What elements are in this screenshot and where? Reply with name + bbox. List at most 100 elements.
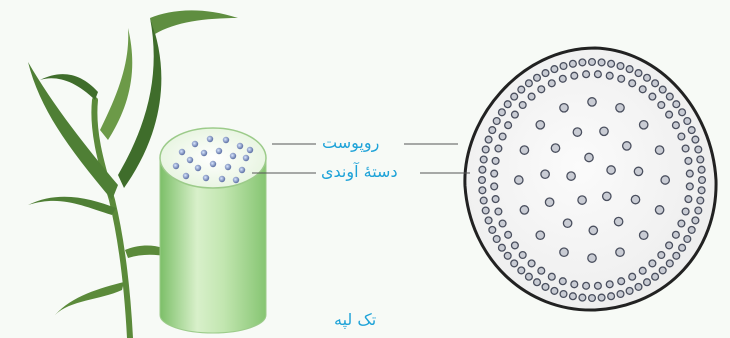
vascular-bundle-dot <box>518 86 525 93</box>
vascular-bundle-dot <box>629 273 636 280</box>
vascular-bundle-dot <box>541 170 549 178</box>
stem-cylinder-model <box>160 128 266 333</box>
vascular-bundle-dot <box>692 217 699 224</box>
vascular-bundle-dot <box>480 197 487 204</box>
vascular-bundle-dot <box>548 273 555 280</box>
vascular-bundle-dot <box>567 172 575 180</box>
vascular-bundle-dot <box>519 252 526 259</box>
vascular-bundle-dot <box>489 127 496 134</box>
vascular-bundle-dot <box>598 294 605 301</box>
vascular-bundle-dot <box>639 86 646 93</box>
vascular-bundle-dot <box>588 254 596 262</box>
vascular-bundle-dot <box>640 121 648 129</box>
vascular-bundle-dot <box>618 75 625 82</box>
vascular-bundle-dot <box>618 278 625 285</box>
vascular-bundle-dot <box>635 284 642 291</box>
vascular-bundle-dot <box>495 208 502 215</box>
vascular-bundle-dot <box>579 294 586 301</box>
vascular-bundle-dot <box>573 128 581 136</box>
vascular-bundle-dot <box>616 248 624 256</box>
vascular-bundle-dot <box>491 183 498 190</box>
vascular-bundle-dot <box>607 166 615 174</box>
vascular-bundle-dot <box>570 60 577 67</box>
vascular-bundle-dot <box>563 219 571 227</box>
vascular-bundle-dot <box>482 146 489 153</box>
vascular-bundle-dot <box>606 72 613 79</box>
vascular-bundle-dot <box>608 293 615 300</box>
vascular-bundle-dot <box>512 242 519 249</box>
vascular-bundle-dot <box>652 273 659 280</box>
vascular-bundle-dot <box>598 59 605 66</box>
vascular-bundle-dot <box>682 145 689 152</box>
vascular-bundle-dot <box>682 208 689 215</box>
vascular-bundle-dot <box>649 93 656 100</box>
vascular-bundle-dot <box>518 267 525 274</box>
vascular-bundle-dot <box>505 231 512 238</box>
figure-caption: تک لپه <box>334 312 376 328</box>
vascular-bundle-dot <box>551 66 558 73</box>
vascular-bundle-dot <box>606 281 613 288</box>
vascular-bundle-dot <box>699 177 706 184</box>
vascular-bundle-dot <box>588 98 596 106</box>
vascular-bundle-dot <box>579 59 586 66</box>
vascular-bundle-dot <box>560 248 568 256</box>
vascular-bundle-dot <box>589 226 597 234</box>
vascular-bundle-dot <box>655 206 663 214</box>
vascular-bundle-dot <box>512 111 519 118</box>
vascular-bundle-dot <box>519 102 526 109</box>
vascular-bundle-dot <box>644 279 651 286</box>
vascular-bundle-dot <box>520 206 528 214</box>
vascular-bundle-dot <box>639 267 646 274</box>
vascular-bundle-dot <box>493 118 500 125</box>
vascular-bundle-dot <box>542 70 549 77</box>
vascular-bundle-dot <box>528 93 535 100</box>
vascular-bundle-dot <box>536 231 544 239</box>
vascular-bundle-dot <box>658 102 665 109</box>
vascular-bundle-dot <box>545 198 553 206</box>
vascular-bundle-dot <box>623 142 631 150</box>
vascular-bundle-dot <box>511 260 518 267</box>
vascular-bundle-dot <box>679 109 686 116</box>
vascular-bundle-dot <box>542 284 549 291</box>
vascular-bundle-dot <box>520 146 528 154</box>
vascular-bundle-dot <box>684 118 691 125</box>
epidermis-label: روپوست <box>322 135 379 151</box>
vascular-bundle-dot <box>673 252 680 259</box>
vascular-bundle-dot <box>485 217 492 224</box>
vascular-bundle-dot <box>491 170 498 177</box>
vascular-bundle-dot <box>570 293 577 300</box>
vascular-bundle-dot <box>515 176 523 184</box>
vascular-bundle-dot <box>626 288 633 295</box>
vascular-bundle-dot <box>617 291 624 298</box>
vascular-bundle-dot <box>640 231 648 239</box>
vascular-bundle-dot <box>526 273 533 280</box>
vascular-bundle-dot <box>685 196 692 203</box>
vascular-bundle-dot <box>511 93 518 100</box>
vascular-bundle-dot <box>492 158 499 165</box>
vascular-bundle-dot <box>679 244 686 251</box>
vascular-bundle-dot <box>658 252 665 259</box>
vascular-bundle-dot <box>629 80 636 87</box>
vascular-bundle-dot <box>571 72 578 79</box>
vascular-bundle-dot <box>479 187 486 194</box>
vascular-bundle-dot <box>499 109 506 116</box>
vascular-bundle-dot <box>551 288 558 295</box>
vascular-bundle-dot <box>495 145 502 152</box>
vascular-bundle-dot <box>479 177 486 184</box>
vascular-bundle-dot <box>684 236 691 243</box>
vascular-bundle-dot <box>626 66 633 73</box>
vascular-bundle-dot <box>655 146 663 154</box>
vascular-bundle-dot <box>504 101 511 108</box>
vascular-bundle-dot <box>499 220 506 227</box>
vascular-bundle-dot <box>493 236 500 243</box>
vascular-bundle-dot <box>536 121 544 129</box>
vascular-bundle-dot <box>678 133 685 140</box>
vascular-bundle-dot <box>560 291 567 298</box>
vascular-bundle-dot <box>617 63 624 70</box>
vascular-bundle-dot <box>489 227 496 234</box>
vascular-bundle-dot <box>534 279 541 286</box>
vascular-bundle-dot <box>595 71 602 78</box>
vascular-bundle-dot <box>548 80 555 87</box>
vascular-bundle-dot <box>666 242 673 249</box>
vascular-bundle-dot <box>499 133 506 140</box>
